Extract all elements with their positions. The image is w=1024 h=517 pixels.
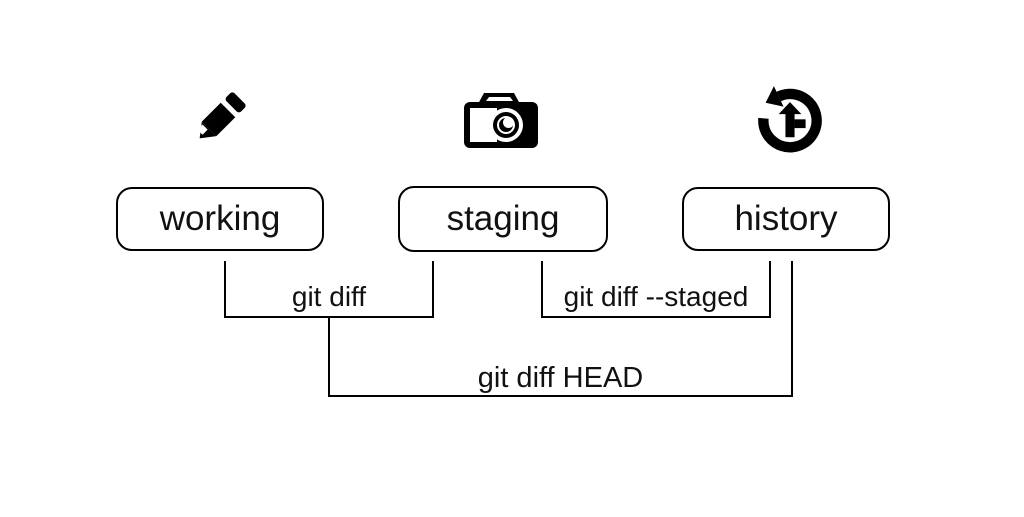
git-diff-staged-bottom-line	[541, 316, 771, 318]
git-diff-head-bottom-line	[328, 395, 793, 397]
git-diff-label: git diff	[291, 281, 367, 312]
git-diff-right-line	[432, 261, 434, 318]
node-working: working	[116, 187, 324, 251]
git-diff-left-line	[224, 261, 226, 318]
pencil-icon	[183, 81, 257, 155]
git-diff-head-label: git diff HEAD	[477, 362, 644, 394]
node-working-label: working	[159, 199, 281, 238]
git-diff-staged-right-line	[769, 261, 771, 318]
git-diff-head-right-line	[791, 261, 793, 397]
git-diff-staged-label: git diff --staged	[563, 281, 749, 312]
camera-icon	[461, 86, 541, 152]
git-diff-staged-left-line	[541, 261, 543, 318]
node-staging: staging	[398, 186, 608, 252]
history-icon	[751, 79, 829, 159]
git-diff-head-left-line	[328, 316, 330, 397]
node-staging-label: staging	[446, 199, 560, 238]
node-history: history	[682, 187, 890, 251]
node-history-label: history	[734, 199, 838, 238]
